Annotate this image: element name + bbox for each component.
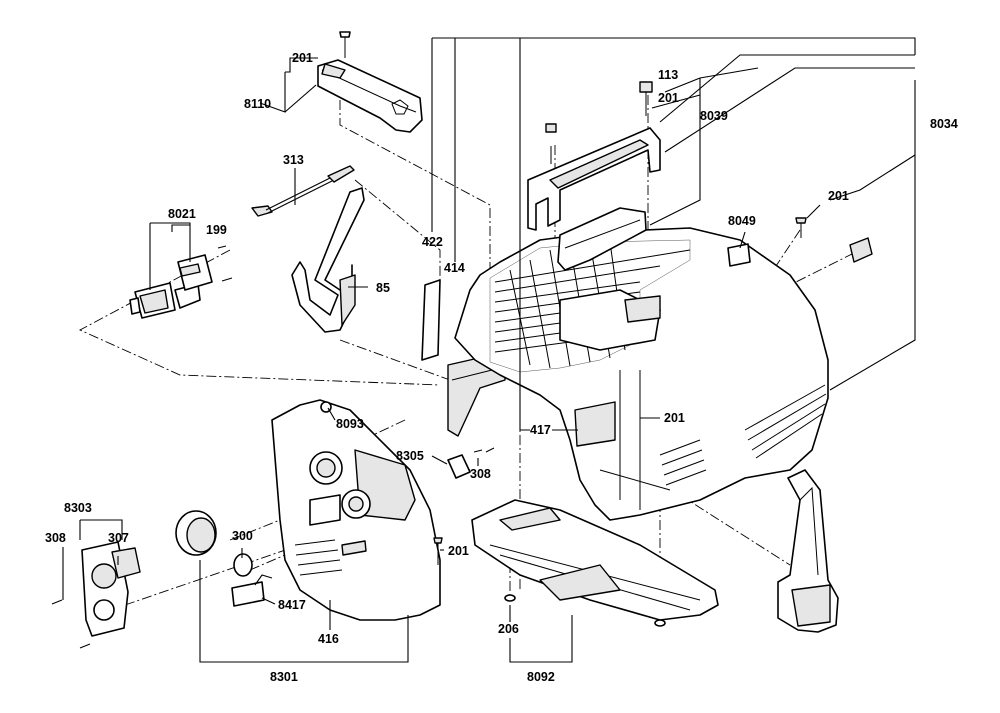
part-313-cable [251,165,355,217]
label-313: 313 [283,153,304,167]
housing-vent-slots [659,384,827,486]
label-8303: 8303 [64,501,92,515]
leader-lines [62,37,916,663]
part-8021-switch-assembly [129,245,233,319]
label-206: 206 [498,622,519,636]
part-8034-upper-housing [454,227,829,521]
part-206-feet [504,594,666,627]
fasteners-113-201 [545,81,653,164]
part-85-hose-holder [291,187,365,333]
label-201-mid: 201 [664,411,685,425]
label-8417: 8417 [278,598,306,612]
part-8303-outlet-plate [51,541,141,649]
label-201-right-b: 201 [828,189,849,203]
part-labels: 201 8110 313 8021 199 85 422 414 113 201… [45,51,958,684]
label-414: 414 [444,261,465,275]
part-422-gasket [421,279,441,361]
label-8049: 8049 [728,214,756,228]
label-300: 300 [232,529,253,543]
label-307: 307 [108,531,129,545]
part-8110-carry-handle [317,59,423,133]
part-8417-seal [231,574,273,607]
label-417: 417 [530,423,551,437]
part-8301-front-housing [271,399,441,621]
label-201-low: 201 [448,544,469,558]
label-8305: 8305 [396,449,424,463]
label-85: 85 [376,281,390,295]
label-308-left: 308 [45,531,66,545]
label-8039: 8039 [700,109,728,123]
part-8039-top-handle [527,127,661,271]
label-308-mid: 308 [470,467,491,481]
screw-201-right [795,217,807,238]
label-8034: 8034 [930,117,958,131]
label-422: 422 [422,235,443,249]
label-201-right-a: 201 [658,91,679,105]
label-8301: 8301 [270,670,298,684]
screw-201-low [433,537,443,565]
part-300-knob [175,510,253,577]
label-113: 113 [658,68,678,82]
part-8092-base-tray [471,499,719,621]
label-8021: 8021 [168,207,196,221]
label-416: 416 [318,632,339,646]
screw-201-top [339,31,351,58]
label-8092: 8092 [527,670,555,684]
label-8093: 8093 [336,417,364,431]
part-8305-socket [447,447,495,479]
label-8110: 8110 [244,97,271,111]
clip-right [849,237,873,263]
part-hose-clamp [777,469,839,633]
part-8049-label [727,243,751,267]
label-201-top: 201 [292,51,313,65]
label-199: 199 [206,223,227,237]
